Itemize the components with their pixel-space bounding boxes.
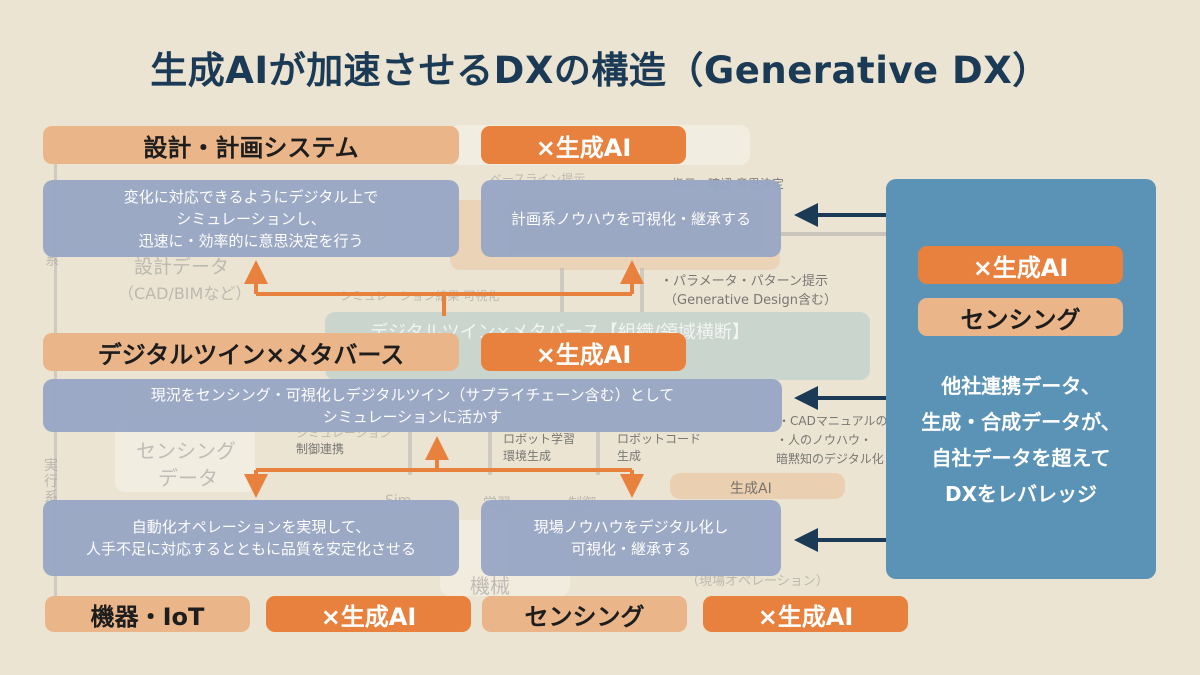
right-panel xyxy=(886,179,1156,579)
bg-text-control-link: 制御連携 xyxy=(296,442,345,456)
bg-text-tacit: 暗黙知のデジタル化 xyxy=(776,452,884,466)
box-planning-knowhow: 計画系ノウハウを可視化・継承する xyxy=(481,180,781,257)
bg-text-human-know: ・人のノウハウ・ xyxy=(776,433,873,447)
bg-text-cad: （CAD/BIMなど） xyxy=(118,284,252,303)
orange-arrow-upper xyxy=(244,260,644,316)
bg-text-design-data: 設計データ xyxy=(134,256,230,278)
box-design-simulation: 変化に対応できるようにデジタル上で シミュレーションし、 迅速に・効率的に意思決… xyxy=(43,180,459,257)
page-title: 生成AIが加速させるDXの構造（Generative DX） xyxy=(150,49,1050,92)
bg-text-cad-manual: ・CADマニュアルの提 xyxy=(778,414,900,428)
badge-genai-device: ×生成AI xyxy=(266,596,471,632)
bg-text-robot-code: ロボットコード xyxy=(617,432,702,446)
badge-genai-sensing: ×生成AI xyxy=(703,596,908,632)
box-site-knowhow: 現場ノウハウをデジタル化し 可視化・継承する xyxy=(481,500,781,576)
orange-arrow-lower xyxy=(244,436,644,498)
band-design-system: 設計・計画システム xyxy=(43,126,459,164)
navy-arrows xyxy=(794,203,886,552)
bg-text-sensing: センシング xyxy=(136,439,236,463)
band-sensing: センシング xyxy=(482,596,687,632)
box-twin-sensing: 現況をセンシング・可視化しデジタルツイン（サプライチェーン含む）として シミュレ… xyxy=(43,379,782,432)
bg-text-data: データ xyxy=(158,466,218,490)
panel-sensing-badge: センシング xyxy=(918,298,1123,336)
bg-text-site-ops: （現場オペレーション） xyxy=(686,574,829,589)
band-digital-twin: デジタルツイン×メタバース xyxy=(43,333,459,371)
bg-text-generative-design: （Generative Design含む） xyxy=(664,293,838,308)
panel-genai-badge: ×生成AI xyxy=(918,246,1123,284)
bg-text-robot-learning: ロボット学習 xyxy=(503,432,576,446)
badge-genai-design: ×生成AI xyxy=(481,126,686,164)
bg-text-genai: 生成AI xyxy=(730,481,772,497)
bg-text-env-gen: 環境生成 xyxy=(503,449,552,463)
bg-text-gen: 生成 xyxy=(617,449,642,463)
bg-text-param: ・パラメータ・パターン提示 xyxy=(660,274,828,289)
band-device-iot: 機器・IoT xyxy=(45,596,250,632)
bg-text-kei: 系 xyxy=(45,253,59,269)
panel-leverage-text: 他社連携データ、 生成・合成データが、 自社データを超えて DXをレバレッジ xyxy=(921,374,1121,506)
badge-genai-twin: ×生成AI xyxy=(481,333,686,371)
box-automation: 自動化オペレーションを実現して、 人手不足に対応するとともに品質を安定化させる xyxy=(43,500,459,576)
bg-text-machine: 機械 xyxy=(470,574,510,598)
